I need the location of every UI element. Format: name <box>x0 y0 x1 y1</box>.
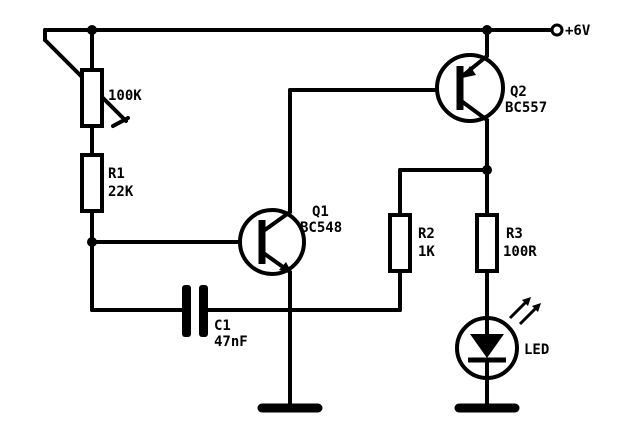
r1-ref-label: R1 <box>108 166 125 182</box>
r3-ref-label: R3 <box>506 226 523 242</box>
transistor-q2 <box>435 53 505 123</box>
q1-ref-label: Q1 <box>312 204 329 220</box>
junction-dot-top-right <box>482 25 492 35</box>
q1-emitter-arrow <box>279 262 292 273</box>
pot-wiper-arrow-head <box>111 116 130 128</box>
led-light-arrow-head-2 <box>532 303 541 312</box>
q2-part-label: BC557 <box>505 100 547 116</box>
r2-value-label: 1K <box>418 244 435 260</box>
r2-ref-label: R2 <box>418 226 435 242</box>
q2-ref-label: Q2 <box>510 84 527 100</box>
led-diode-triangle <box>470 334 504 358</box>
r3-value-label: 100R <box>503 244 537 260</box>
capacitor-c1-plate-a <box>182 285 191 337</box>
c1-value-label: 47nF <box>214 334 248 350</box>
q1-collector-lead <box>260 210 292 234</box>
q2-collector-lead <box>458 98 489 122</box>
pot-value-label: 100K <box>108 88 142 104</box>
led-light-arrow-head-1 <box>522 297 531 306</box>
supply-label: +6V <box>565 23 591 39</box>
c1-ref-label: C1 <box>214 318 231 334</box>
resistor-r1 <box>80 153 104 213</box>
q2-emitter-arrow <box>462 66 476 78</box>
resistor-r3 <box>475 213 499 273</box>
capacitor-c1-plate-b <box>199 285 208 337</box>
supply-terminal <box>550 23 564 37</box>
junction-dot-top-left <box>87 25 97 35</box>
r1-value-label: 22K <box>108 184 134 200</box>
transistor-q1 <box>238 208 306 276</box>
potentiometer-100k <box>80 68 104 128</box>
resistor-r2 <box>388 213 412 273</box>
q1-part-label: BC548 <box>300 220 342 236</box>
led-label: LED <box>524 342 549 358</box>
